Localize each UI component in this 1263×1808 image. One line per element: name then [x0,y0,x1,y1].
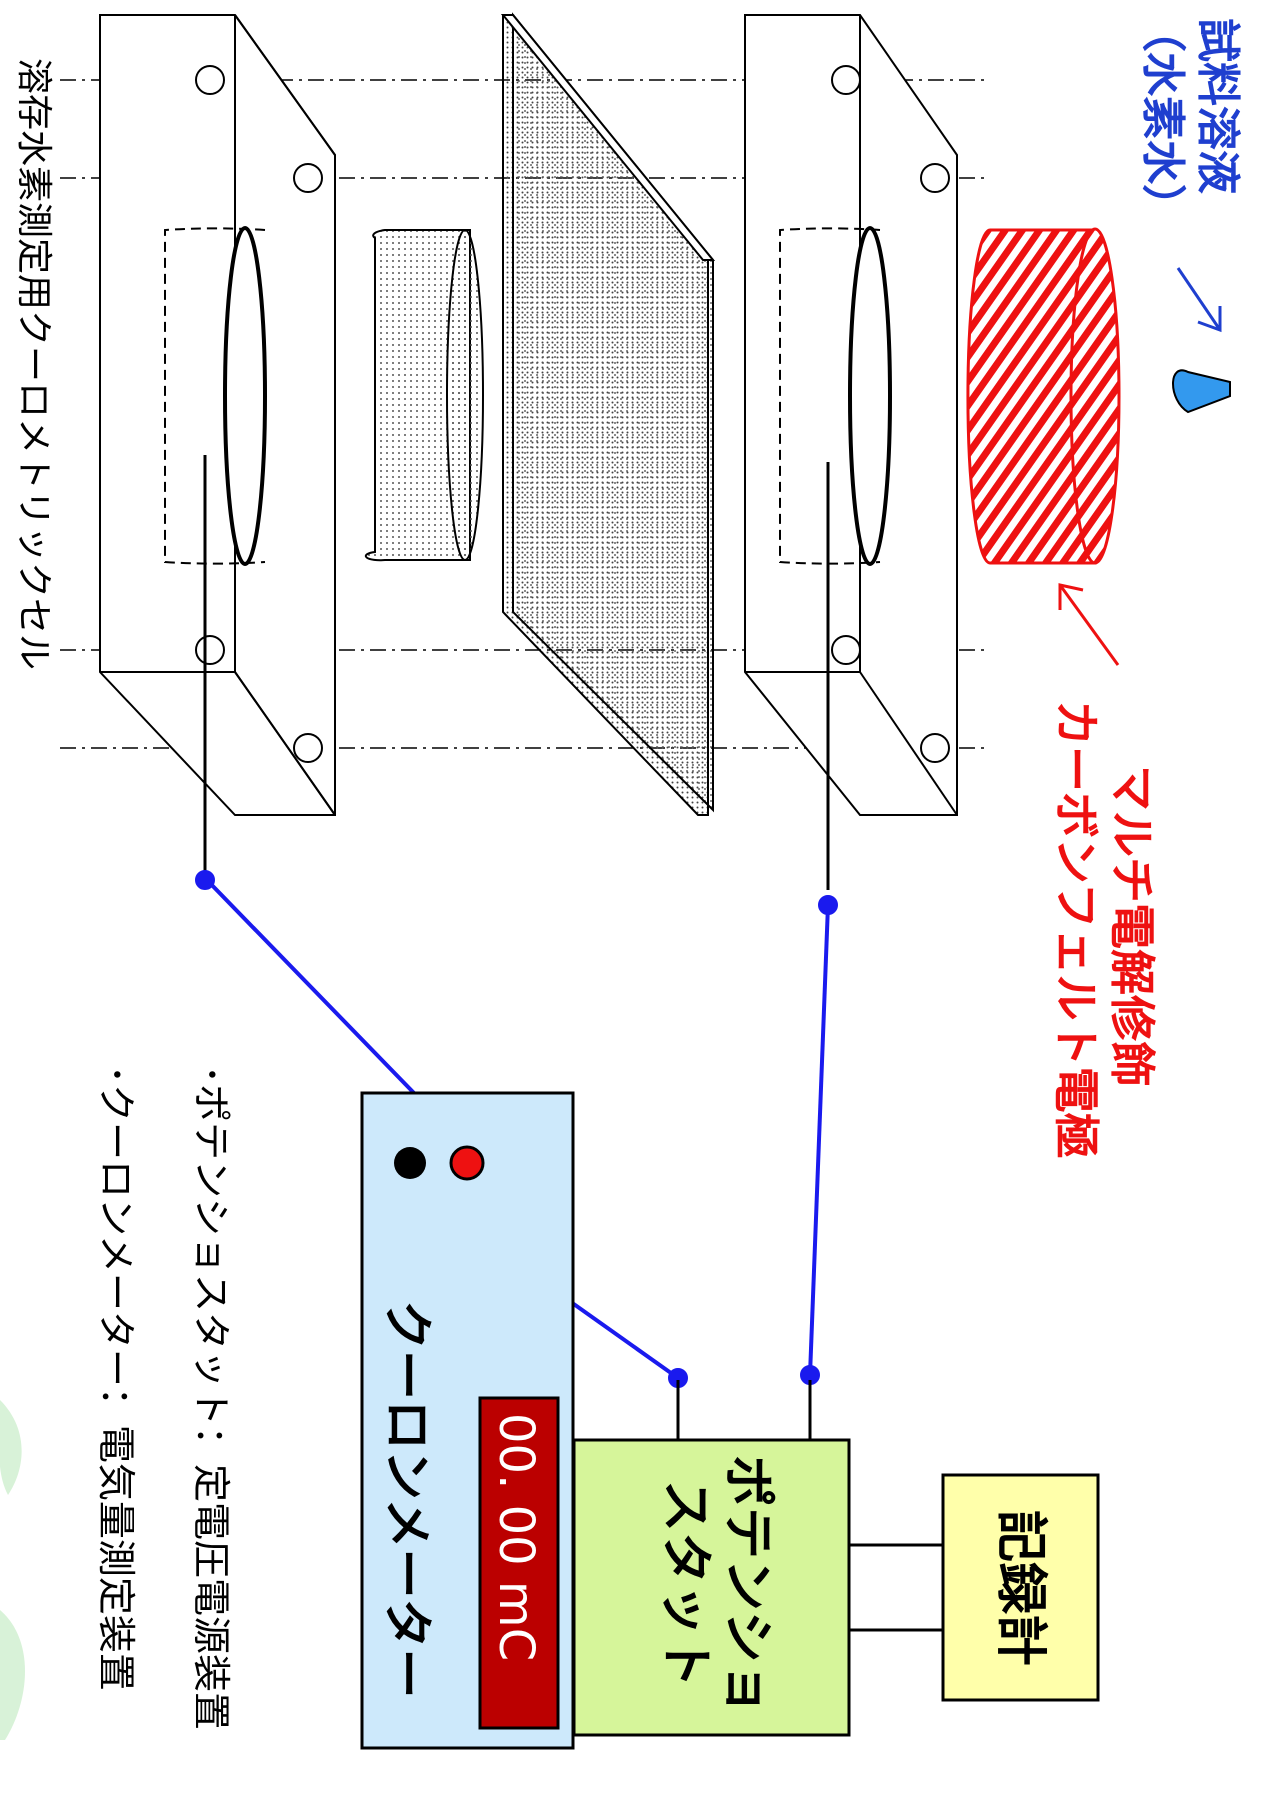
sample-solution-label-line1: 試料溶液 [1192,18,1243,194]
potentiostat-label-line1: ポテンショ [717,1455,777,1715]
coulometer-label: クーロンメーター [378,1300,436,1699]
bolt-hole [293,163,323,193]
carbon-felt-electrode [966,227,1121,565]
porous-disk [364,229,484,562]
potentiostat-note: ･ポテンショスタット：定電圧電源装置 [189,1065,233,1730]
cell-opening [848,226,892,566]
charge-display-value: 00. 00 mC [488,1413,544,1661]
background-decoration [0,1400,25,1740]
electrode-leads [203,455,830,890]
terminal-black [394,1147,426,1179]
membrane [500,12,716,816]
cell-opening [223,226,267,566]
bolt-hole [195,65,225,95]
electrode-label-line1: マルチ電解修飾 [1105,765,1159,1087]
recorder-box [849,1473,1100,1702]
sample-drop-icon [1172,369,1231,414]
potentiostat-label-line2: スタット [655,1480,715,1688]
bolt-hole [920,733,950,763]
coulometer-note: ･クーロンメーター：電気量測定装置 [94,1065,138,1691]
cell-caption: 溶存水素測定用クーロメトリックセル [13,58,54,670]
electrode-label-line2: カーボンフェルト電極 [1049,700,1103,1159]
potentiostat-box [572,1380,851,1737]
bolt-hole [920,163,950,193]
cell-block-left [99,14,336,816]
recorder-label: 記録計 [990,1510,1050,1666]
bolt-hole [195,635,225,665]
bolt-hole [293,733,323,763]
electrode-arrow [1058,583,1120,666]
bolt-hole [831,635,861,665]
cell-block-right [744,14,958,816]
charge-display [478,1396,560,1730]
terminal-red [449,1145,485,1181]
sample-solution-label-line2: （水素水） [1137,8,1188,228]
bolt-hole [831,65,861,95]
sample-arrow [1176,267,1222,333]
